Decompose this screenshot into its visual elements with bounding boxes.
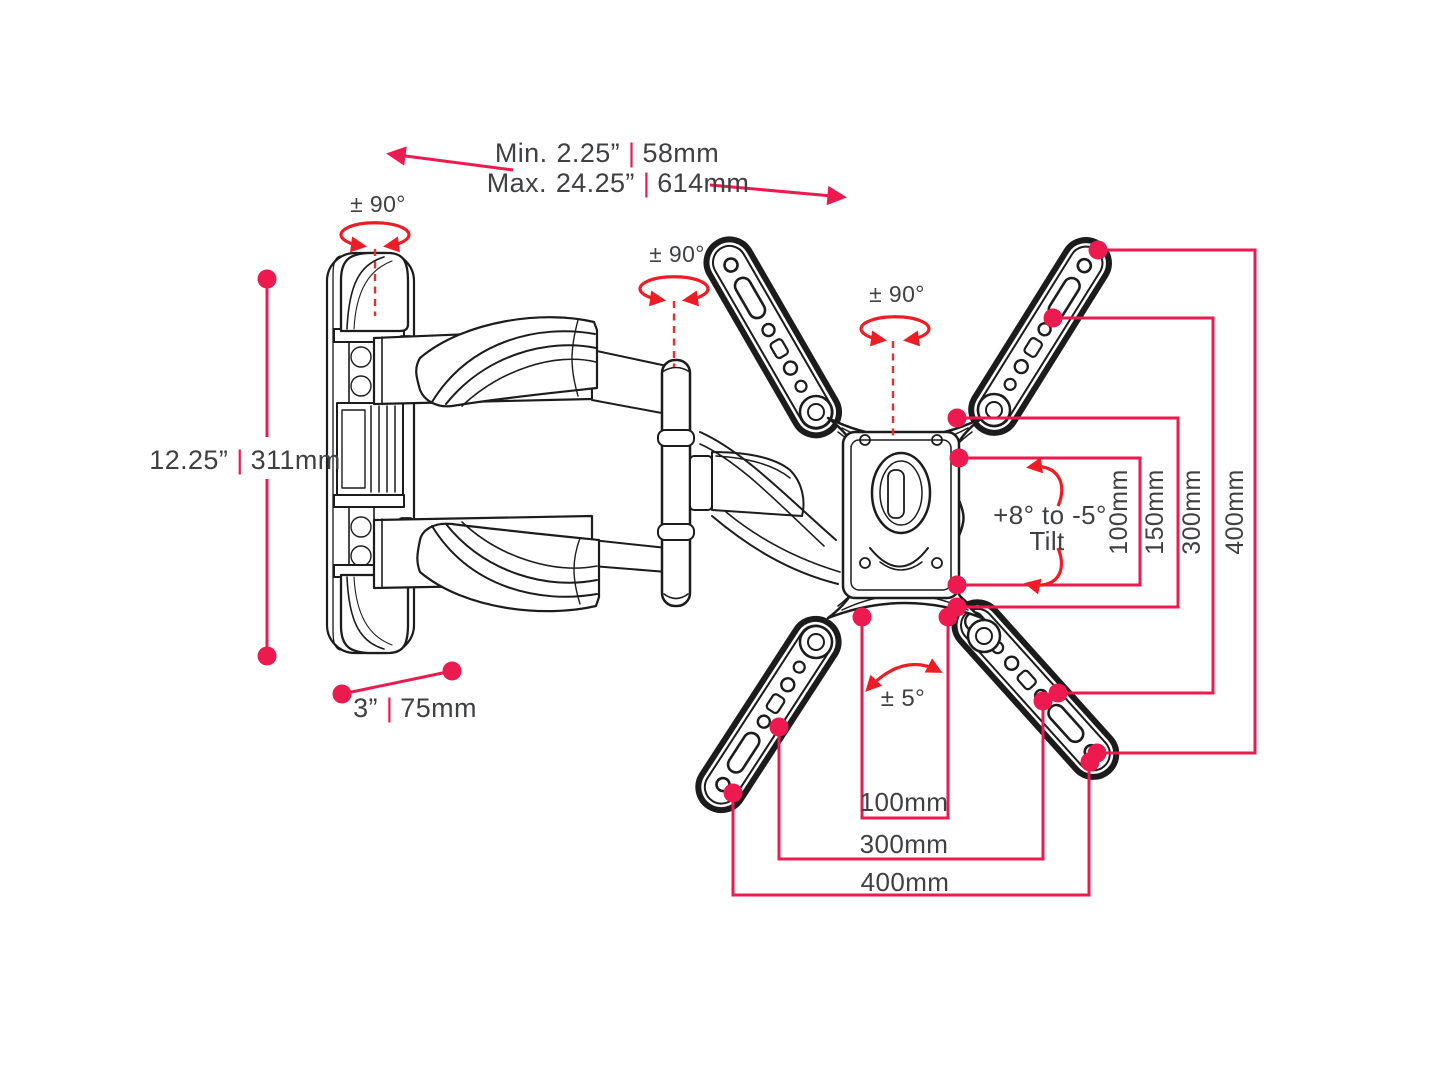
vesa-h-400-line: [731, 762, 1091, 897]
swivel-angle-post: ± 90°: [649, 241, 705, 267]
vesa-center-plate: [841, 430, 961, 600]
vesa-v-300-line: [1053, 316, 1215, 695]
vesa-h-400-label: 400mm: [861, 867, 950, 897]
depth-dim-line: [341, 669, 453, 696]
tilt-word-label: Tilt: [1029, 526, 1065, 556]
mount-line-art: [325, 231, 1126, 819]
dimension-anchor-dots: [257, 240, 1108, 803]
swivel-arc-post-icon: [640, 277, 708, 300]
tilt-arrow-up-icon: [1026, 457, 1064, 507]
vesa-v-150-line: [957, 416, 1180, 609]
extension-arrow-right: [709, 183, 847, 206]
height-label: 12.25”|311mm: [149, 445, 340, 475]
vesa-v-100-label: 100mm: [1105, 469, 1133, 554]
swivel-post: [657, 358, 695, 608]
extension-max-label: Max.24.25”|614mm: [487, 168, 750, 198]
dimension-overlay: [257, 146, 1257, 897]
extension-arrow-left: [386, 146, 514, 172]
vesa-v-400-label: 400mm: [1221, 469, 1249, 554]
swivel-arc-wall-icon: [341, 223, 409, 246]
depth-label: 3”|75mm: [353, 693, 477, 723]
vesa-h-300-label: 300mm: [860, 829, 949, 859]
tilt-arrow-down-icon: [1024, 547, 1064, 595]
vesa-v-150-label: 150mm: [1141, 469, 1169, 554]
vesa-h-300-line: [777, 701, 1045, 861]
extension-min-label: Min.2.25”|58mm: [495, 138, 719, 168]
head-link: [689, 431, 841, 585]
vesa-v-300-label: 300mm: [1178, 469, 1206, 554]
vesa-v-400-line: [1097, 248, 1257, 755]
mount-arm-upper: [372, 316, 668, 415]
rotation-overlay: [341, 223, 1064, 692]
swivel-angle-wall: ± 90°: [350, 191, 406, 217]
vesa-h-100-label: 100mm: [860, 787, 949, 817]
mount-arm-lower: [372, 514, 668, 613]
tilt-range-label: +8° to -5°: [993, 500, 1107, 530]
level-arc-icon: [865, 658, 943, 692]
swivel-angle-head: ± 90°: [869, 281, 925, 307]
level-adjust-label: ± 5°: [881, 685, 925, 712]
vesa-h-100-line: [860, 617, 950, 820]
swivel-arc-head-icon: [861, 317, 929, 340]
labels: Min.2.25”|58mm Max.24.25”|614mm 12.25”|3…: [149, 138, 1249, 897]
